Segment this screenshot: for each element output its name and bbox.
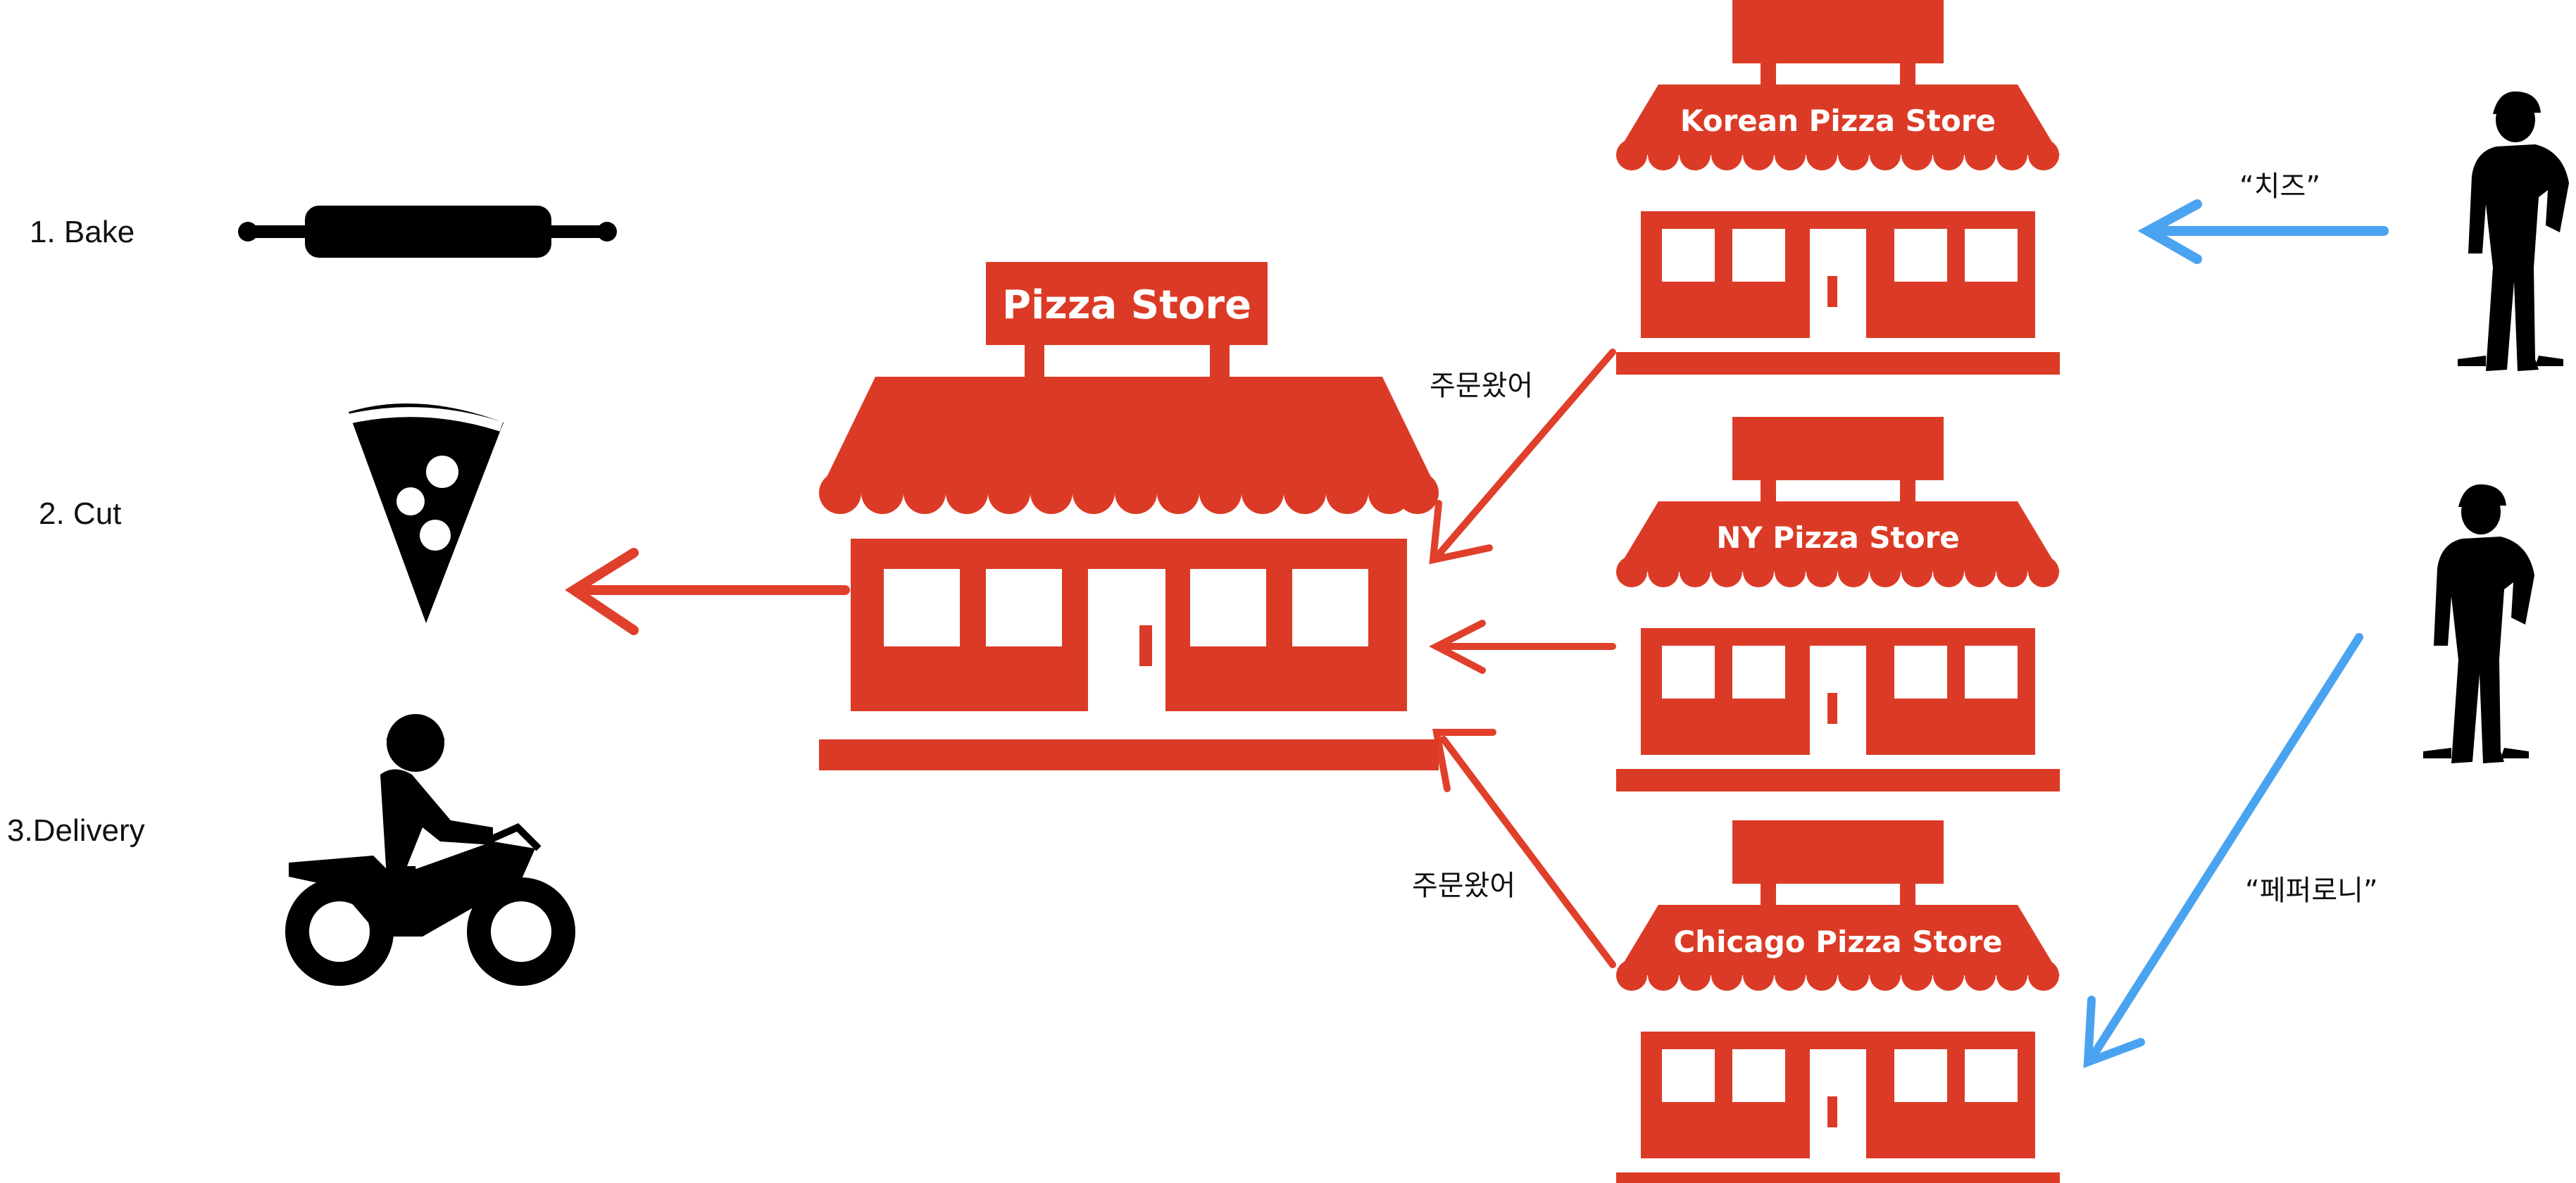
- arrow-ny-to-main: [1429, 620, 1616, 674]
- worker-silhouette-icon: [2458, 91, 2569, 371]
- arrow-chicago-to-main: [1432, 729, 1616, 968]
- ny-pizza-store: [1616, 417, 2060, 791]
- main-store-illustration: [819, 262, 1439, 770]
- arrow-cheese-order: [2137, 199, 2389, 264]
- step-bake-label: 1. Bake: [30, 215, 135, 249]
- chicago-store-sign-label: Chicago Pizza Store: [1673, 925, 2002, 959]
- pizza-slice-icon: [344, 403, 504, 623]
- step-cut-label: 2. Cut: [39, 496, 122, 531]
- main-store-sign-label: Pizza Store: [1002, 282, 1251, 328]
- chicago-pizza-store: [1616, 820, 2060, 1183]
- arrow-korean-to-main: [1429, 349, 1616, 565]
- worker-silhouette-icon: [2423, 484, 2534, 763]
- korean-store-sign-label: Korean Pizza Store: [1680, 104, 1996, 138]
- korean-pizza-store: [1616, 0, 2060, 375]
- arrow-pepperoni-order: [2083, 633, 2363, 1068]
- ny-store-sign-label: NY Pizza Store: [1716, 520, 1960, 555]
- step-delivery-label: 3.Delivery: [7, 813, 145, 848]
- pepperoni-order-label: “페퍼로니”: [2245, 875, 2378, 907]
- cheese-order-label: “치즈”: [2239, 170, 2321, 203]
- rolling-pin-icon: [238, 206, 617, 258]
- delivery-motorbike-icon: [285, 714, 575, 986]
- arrow-main-to-steps: [565, 548, 850, 635]
- order-received-top-label: 주문왔어: [1430, 370, 1534, 402]
- order-received-bottom-label: 주문왔어: [1412, 870, 1516, 902]
